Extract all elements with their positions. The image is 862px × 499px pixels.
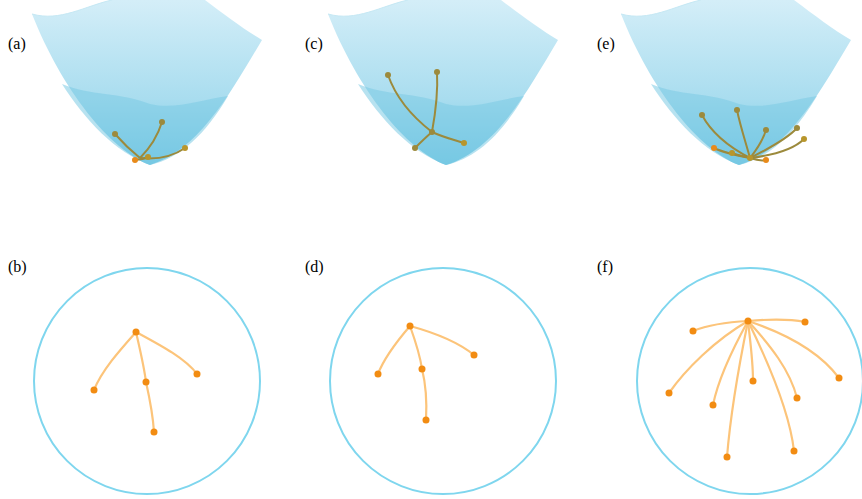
tree bbox=[669, 320, 839, 457]
panel-label: (a) bbox=[8, 35, 26, 53]
tree-nodes bbox=[699, 107, 807, 163]
tree bbox=[115, 122, 185, 160]
tree bbox=[388, 72, 464, 148]
poincare-disk bbox=[637, 268, 862, 494]
poincare-disk bbox=[34, 268, 260, 494]
tree bbox=[94, 332, 197, 432]
loss-surface bbox=[32, 0, 262, 165]
tree bbox=[378, 326, 474, 420]
loss-surface bbox=[328, 0, 558, 165]
poincare-disk bbox=[330, 268, 556, 494]
panel-label: (d) bbox=[305, 258, 324, 276]
panel-label: (e) bbox=[597, 35, 615, 53]
panel-label: (b) bbox=[8, 258, 27, 276]
tree-nodes bbox=[385, 69, 467, 151]
tree bbox=[702, 110, 804, 160]
tree-nodes bbox=[666, 318, 843, 461]
tree-nodes bbox=[91, 329, 201, 436]
loss-surface bbox=[621, 0, 851, 165]
tree-nodes bbox=[112, 119, 188, 163]
panel-label: (c) bbox=[305, 35, 323, 53]
panel-label: (f) bbox=[597, 258, 613, 276]
tree-nodes bbox=[375, 323, 478, 424]
